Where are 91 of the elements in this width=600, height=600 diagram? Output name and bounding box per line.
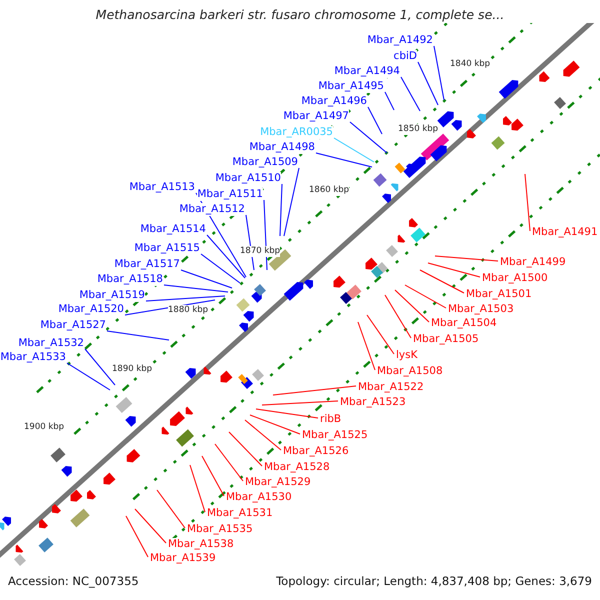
leader-line bbox=[206, 234, 246, 278]
gene-label: Mbar_A1499 bbox=[500, 256, 566, 269]
scale-label: 1880 kbp bbox=[168, 305, 208, 316]
leader-line bbox=[262, 400, 338, 406]
leader-line bbox=[164, 284, 228, 292]
accession-text: Accession: NC_007355 bbox=[8, 575, 139, 588]
leader-line bbox=[368, 106, 382, 134]
leader-line bbox=[284, 168, 300, 236]
leader-line bbox=[214, 444, 244, 482]
scale-label: 1870 kbp bbox=[240, 246, 280, 257]
gene-label: Mbar_A1504 bbox=[431, 317, 497, 330]
gene-label: Mbar_A1500 bbox=[482, 272, 548, 285]
gene-label: Mbar_A1498 bbox=[249, 141, 315, 154]
scale-label: 1850 kbp bbox=[398, 124, 438, 135]
leader-line bbox=[244, 420, 282, 450]
leader-line bbox=[250, 414, 300, 434]
gene-label: Mbar_A1535 bbox=[187, 523, 253, 536]
leader-line bbox=[358, 322, 376, 370]
leader-line bbox=[404, 284, 446, 308]
gene-label: Mbar_A1510 bbox=[215, 172, 281, 185]
leader-line bbox=[106, 330, 170, 340]
gene-label: Mbar_A1508 bbox=[377, 365, 443, 378]
gene-label: Mbar_A1528 bbox=[264, 461, 330, 474]
gene-label: Mbar_A1523 bbox=[340, 396, 406, 409]
gene-label: Mbar_A1531 bbox=[207, 507, 273, 520]
leader-line bbox=[84, 348, 116, 386]
gene-label: Mbar_A1494 bbox=[334, 65, 400, 78]
gene-label: Mbar_A1527 bbox=[40, 319, 106, 332]
gene-label: Mbar_A1509 bbox=[232, 156, 298, 169]
gene-label: Mbar_A1501 bbox=[466, 288, 532, 301]
gene-label: Mbar_A1520 bbox=[58, 303, 124, 316]
leader-line bbox=[146, 296, 226, 302]
scale-label: 1840 kbp bbox=[450, 59, 490, 70]
gene-label: Mbar_A1497 bbox=[283, 110, 349, 123]
gene-label: Mbar_A1518 bbox=[97, 273, 163, 286]
gene-label: Mbar_A1503 bbox=[448, 303, 514, 316]
gene-label: lysK bbox=[396, 349, 418, 362]
leader-line bbox=[428, 262, 480, 278]
leader-line bbox=[200, 254, 240, 284]
leader-line bbox=[434, 256, 498, 262]
leader-line bbox=[256, 408, 318, 418]
gene-label: Mbar_A1491 bbox=[532, 226, 598, 239]
leader-line bbox=[190, 464, 206, 512]
gene-label: Mbar_A1511 bbox=[197, 188, 263, 201]
gene-label: Mbar_A1532 bbox=[18, 337, 84, 350]
leader-line bbox=[366, 314, 394, 354]
leader-line bbox=[384, 92, 394, 110]
leader-line bbox=[228, 432, 262, 466]
gene-label: Mbar_A1525 bbox=[302, 429, 368, 442]
gene-label: Mbar_A1529 bbox=[245, 476, 311, 489]
gene-label: Mbar_AR0035 bbox=[260, 126, 333, 139]
leader-line bbox=[156, 490, 186, 528]
leader-line bbox=[400, 76, 420, 112]
gene-label: Mbar_A1495 bbox=[318, 80, 384, 93]
leader-line bbox=[180, 270, 232, 288]
leader-line bbox=[272, 386, 356, 396]
gene-label: Mbar_A1513 bbox=[129, 181, 195, 194]
gene-label: Mbar_A1539 bbox=[150, 552, 216, 565]
leader-line bbox=[66, 362, 110, 390]
leader-line bbox=[524, 174, 530, 232]
scale-label: 1890 kbp bbox=[112, 364, 152, 375]
leader-line bbox=[394, 290, 430, 322]
leader-line bbox=[334, 138, 374, 162]
leader-line bbox=[418, 62, 438, 106]
gene-label: Mbar_A1530 bbox=[226, 491, 292, 504]
leader-line bbox=[420, 270, 464, 294]
gene-label: cbiD bbox=[394, 50, 417, 63]
gene-label: Mbar_A1522 bbox=[358, 381, 424, 394]
gene-label: Mbar_A1515 bbox=[134, 242, 200, 255]
leader-line bbox=[202, 456, 224, 496]
gene-label: Mbar_A1514 bbox=[140, 223, 206, 236]
gene-label: Mbar_A1496 bbox=[301, 95, 367, 108]
scale-label: 1900 kbp bbox=[24, 422, 64, 433]
gene-label: Mbar_A1512 bbox=[179, 203, 245, 216]
gene-label: Mbar_A1517 bbox=[114, 258, 180, 271]
leader-line bbox=[134, 508, 166, 544]
gene-label: Mbar_A1519 bbox=[79, 289, 145, 302]
gene-label: Mbar_A1526 bbox=[283, 445, 349, 458]
map-title: Methanosarcina barkeri str. fusaro chromosome 1, complete se... bbox=[96, 7, 504, 22]
leader-line bbox=[384, 294, 412, 338]
leader-line bbox=[350, 122, 388, 154]
leader-line bbox=[316, 152, 372, 168]
gene-label: Mbar_A1492 bbox=[367, 34, 433, 47]
leader-line bbox=[434, 46, 444, 100]
genome-summary-text: Topology: circular; Length: 4,837,408 bp; Genes: 3,679 bbox=[276, 575, 592, 588]
leader-line bbox=[126, 516, 148, 558]
leader-line bbox=[280, 184, 282, 236]
gene-label: Mbar_A1505 bbox=[413, 333, 479, 346]
gene-label: Mbar_A1533 bbox=[0, 351, 66, 364]
scale-label: 1860 kbp bbox=[309, 185, 350, 196]
gene-label: Mbar_A1538 bbox=[168, 538, 234, 551]
